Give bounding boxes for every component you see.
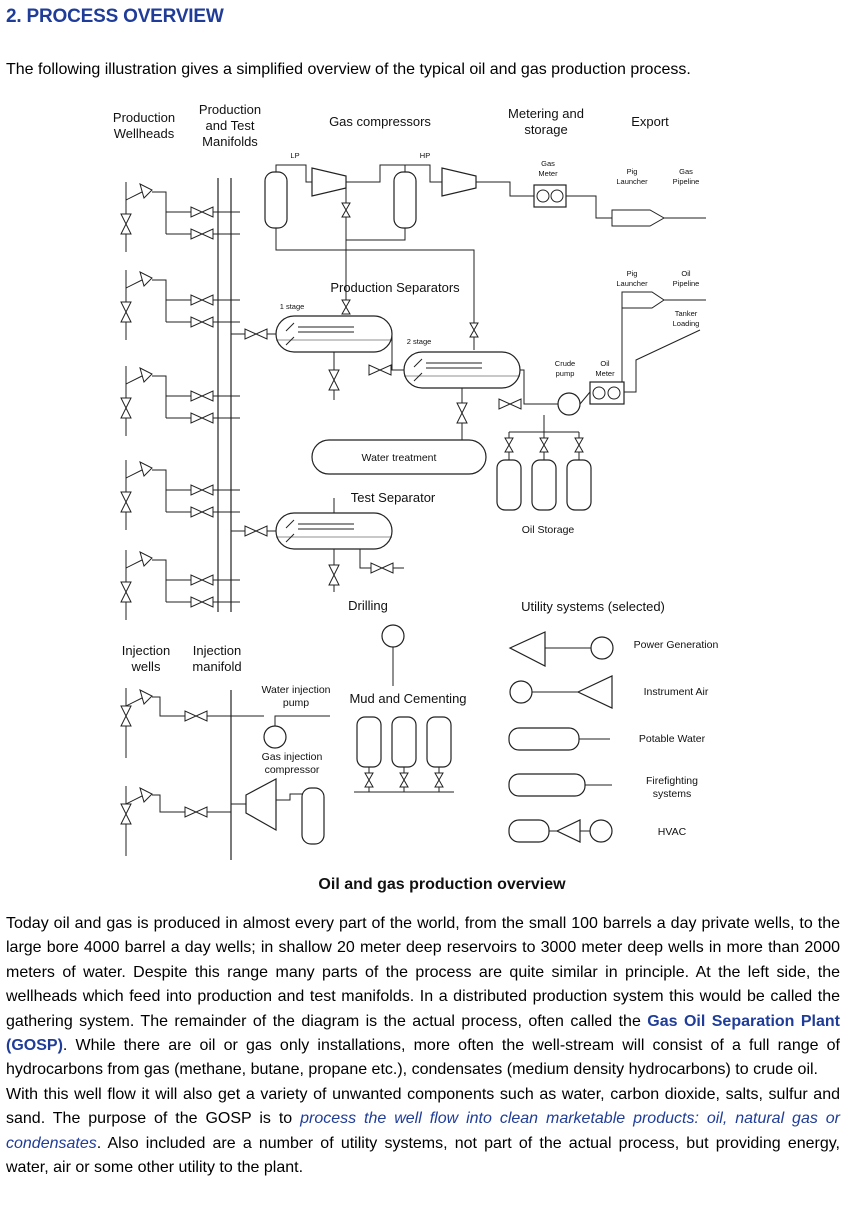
paragraph-1: Today oil and gas is produced in almost … — [6, 912, 840, 1083]
power-generator — [590, 636, 614, 660]
instrument-air-compressor — [576, 675, 613, 709]
mud-tank-2 — [391, 716, 417, 768]
label-oil-meter-1: Oil — [600, 359, 610, 368]
crude-pump — [557, 392, 581, 416]
gas-injection-scrubber — [301, 787, 325, 845]
potable-water-tank — [508, 727, 580, 751]
body-text: Today oil and gas is produced in almost … — [6, 912, 840, 1180]
label-crude-pump-1: Crude — [555, 359, 575, 368]
label-injection-manifold-2: manifold — [192, 659, 241, 674]
hp-compressor — [441, 167, 477, 197]
label-oil-pipeline-2: Pipeline — [673, 279, 700, 288]
label-firefighting-1: Firefighting — [646, 775, 698, 787]
oil-storage-tank-1 — [496, 459, 522, 511]
label-injection-wells-1: Injection — [122, 643, 170, 658]
wellhead-5 — [121, 550, 240, 620]
oil-storage-tank-3 — [566, 459, 592, 511]
mud-tank-3 — [426, 716, 452, 768]
instrument-air-motor — [509, 680, 533, 704]
second-stage-separator — [403, 351, 521, 389]
label-export: Export — [631, 114, 669, 129]
label-pig-launcher-gas-2: Launcher — [616, 177, 648, 186]
label-instrument-air: Instrument Air — [644, 686, 709, 698]
label-gas-injection-compressor-2: compressor — [265, 764, 320, 776]
gosp-highlight: Gas Oil Separation Plant (GOSP) — [6, 1012, 840, 1055]
label-manifolds-1: Production — [199, 102, 261, 117]
label-water-treatment: Water treatment — [362, 452, 437, 464]
gosp-purpose-highlight: process the well flow into clean marketa… — [6, 1110, 841, 1152]
label-production-wellheads-1: Production — [113, 110, 175, 125]
label-manifolds-3: Manifolds — [202, 134, 258, 149]
label-gas-pipeline-2: Pipeline — [673, 177, 700, 186]
process-overview-diagram: Production Wellheads Production and Test… — [113, 102, 719, 893]
label-metering-1: Metering and — [508, 106, 584, 121]
oil-storage-tank-2 — [531, 459, 557, 511]
injection-well-1 — [120, 688, 231, 758]
label-utility-systems: Utility systems (selected) — [521, 599, 665, 614]
water-treatment-unit — [311, 439, 487, 475]
label-injection-wells-2: wells — [131, 659, 161, 674]
mud-tank-1 — [356, 716, 382, 768]
paragraph-1-text-a: Today oil and gas is produced in almost … — [6, 915, 840, 1030]
label-gas-injection-compressor-1: Gas injection — [262, 751, 323, 763]
first-stage-separator — [275, 315, 393, 353]
gas-pig-launcher — [611, 209, 666, 227]
label-test-separator: Test Separator — [351, 490, 436, 505]
label-oil-storage: Oil Storage — [522, 524, 575, 536]
label-power-generation: Power Generation — [634, 639, 719, 651]
label-drilling: Drilling — [348, 598, 388, 613]
label-crude-pump-2: pump — [556, 369, 575, 378]
diagram-caption: Oil and gas production overview — [318, 876, 566, 893]
firefighting-tank — [508, 773, 586, 797]
paragraph-2: With this well flow it will also get a v… — [6, 1083, 840, 1181]
label-metering-2: storage — [524, 122, 567, 137]
label-gas-meter-1: Gas — [541, 159, 555, 168]
label-hvac: HVAC — [658, 826, 687, 838]
gas-injection-compressor — [245, 778, 277, 832]
label-tanker-loading-2: Loading — [673, 319, 700, 328]
label-gas-pipeline-1: Gas — [679, 167, 693, 176]
label-oil-meter-2: Meter — [595, 369, 615, 378]
wellhead-1 — [121, 182, 240, 252]
paragraph-2-text-b: . Also included are a number of utility … — [6, 1134, 840, 1177]
label-gas-compressors: Gas compressors — [329, 114, 431, 129]
intro-text: The following illustration gives a simpl… — [6, 61, 691, 78]
label-stage-2: 2 stage — [407, 337, 432, 346]
label-production-separators: Production Separators — [330, 280, 460, 295]
test-separator — [275, 512, 393, 550]
water-injection-pump — [263, 725, 287, 749]
paragraph-1-text-b: . While there are oil or gas only instal… — [6, 1037, 840, 1079]
label-manifolds-2: and Test — [206, 118, 255, 133]
label-hp: HP — [420, 151, 430, 160]
label-pig-launcher-gas-1: Pig — [627, 167, 638, 176]
label-oil-pipeline-1: Oil — [681, 269, 691, 278]
wellhead-4 — [121, 460, 240, 530]
section-heading: 2. PROCESS OVERVIEW — [6, 6, 224, 27]
label-mud-cementing: Mud and Cementing — [349, 691, 466, 706]
label-stage-1: 1 stage — [280, 302, 305, 311]
label-injection-manifold-1: Injection — [193, 643, 241, 658]
label-gas-meter-2: Meter — [538, 169, 558, 178]
wellhead-3 — [121, 366, 240, 436]
paragraph-2-text-a: With this well flow it will also get a v… — [6, 1085, 840, 1128]
label-potable-water: Potable Water — [639, 733, 706, 745]
drilling-pump — [381, 624, 405, 648]
label-pig-launcher-oil-1: Pig — [627, 269, 638, 278]
oil-pig-launcher — [621, 291, 665, 309]
label-water-injection-pump-1: Water injection — [261, 684, 330, 696]
hp-scrubber — [393, 171, 417, 229]
label-tanker-loading-1: Tanker — [675, 309, 698, 318]
power-generation-turbine — [508, 631, 546, 667]
injection-well-2 — [120, 786, 231, 856]
wellhead-2 — [121, 270, 240, 340]
label-pig-launcher-oil-2: Launcher — [616, 279, 648, 288]
lp-scrubber — [264, 171, 288, 229]
label-water-injection-pump-2: pump — [283, 697, 309, 709]
label-production-wellheads-2: Wellheads — [114, 126, 175, 141]
label-lp: LP — [290, 151, 299, 160]
lp-compressor — [311, 167, 347, 197]
hvac-unit — [508, 819, 550, 843]
label-firefighting-2: systems — [653, 788, 692, 800]
